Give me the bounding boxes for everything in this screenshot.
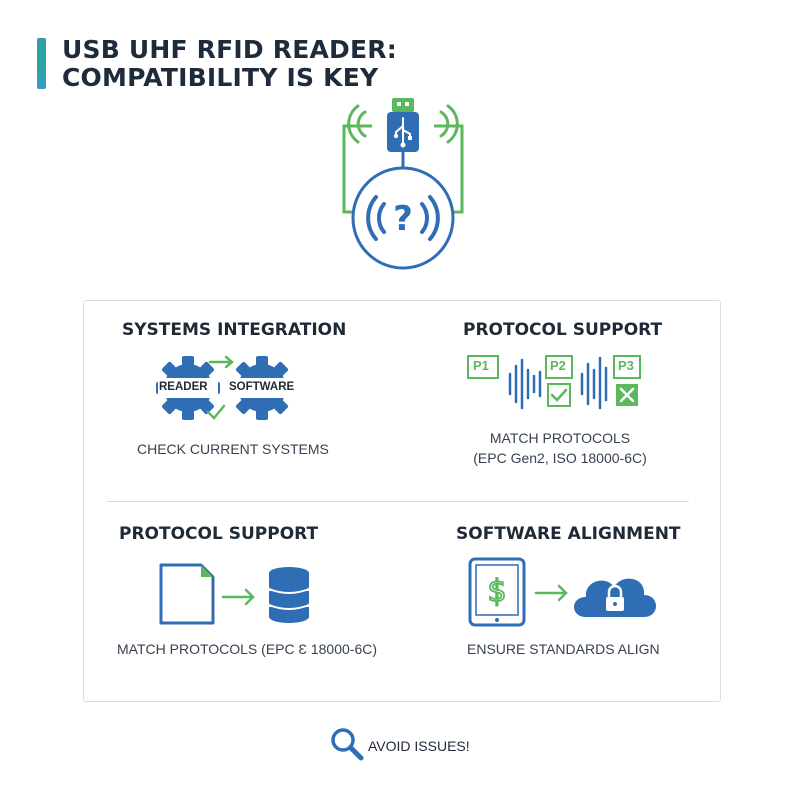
svg-text:?: ? <box>393 199 413 239</box>
protocol-badge-p3: P3 <box>618 358 634 373</box>
caption-line-2: (EPC Gen2, ISO 18000-6C) <box>473 450 647 466</box>
caption-line-1: MATCH PROTOCOLS <box>489 430 631 446</box>
protocol-badge-p1: P1 <box>473 358 489 373</box>
document-icon <box>159 563 215 625</box>
tablet-dollar-icon: $ <box>468 557 526 627</box>
footer-avoid-issues: AVOID ISSUES! <box>368 738 470 754</box>
document-to-database-icon <box>159 563 310 625</box>
section-title-software-alignment: SOFTWARE ALIGNMENT <box>456 524 681 544</box>
usb-rfid-hero-illustration: ? <box>342 98 464 270</box>
section-title-protocol-support-top: PROTOCOL SUPPORT <box>463 320 663 340</box>
usb-stick-icon <box>387 98 419 168</box>
caption-ensure-standards-align: ENSURE STANDARDS ALIGN <box>467 641 660 657</box>
title-line-2: COMPATIBILITY IS KEY <box>62 63 379 92</box>
magnifier-icon <box>331 728 364 761</box>
page-title: USB UHF RFID READER: COMPATIBILITY IS KE… <box>62 36 397 92</box>
tablet-to-cloud-icon: $ <box>468 557 656 627</box>
gears-icon <box>156 355 298 420</box>
cloud-lock-icon <box>574 578 656 617</box>
caption-match-protocols-top: MATCH PROTOCOLS (EPC Gen2, ISO 18000-6C) <box>440 428 680 468</box>
title-line-1: USB UHF RFID READER: <box>62 35 397 64</box>
caption-match-protocols-bottom: MATCH PROTOCOLS (EPC Ɛ 18000-6C) <box>117 641 377 657</box>
protocol-badges-icon <box>467 355 641 410</box>
gear-label-reader: READER <box>159 381 208 393</box>
section-title-protocol-support-bottom: PROTOCOL SUPPORT <box>119 524 319 544</box>
caption-check-current-systems: CHECK CURRENT SYSTEMS <box>137 441 329 457</box>
panel-divider <box>107 501 689 502</box>
gear-label-software: SOFTWARE <box>229 381 295 393</box>
svg-text:$: $ <box>487 574 506 609</box>
rfid-question-icon: ? <box>351 166 455 270</box>
section-title-systems-integration: SYSTEMS INTEGRATION <box>122 320 347 340</box>
database-icon <box>268 567 310 623</box>
title-accent-bar <box>37 38 46 89</box>
protocol-badge-p2: P2 <box>550 358 566 373</box>
